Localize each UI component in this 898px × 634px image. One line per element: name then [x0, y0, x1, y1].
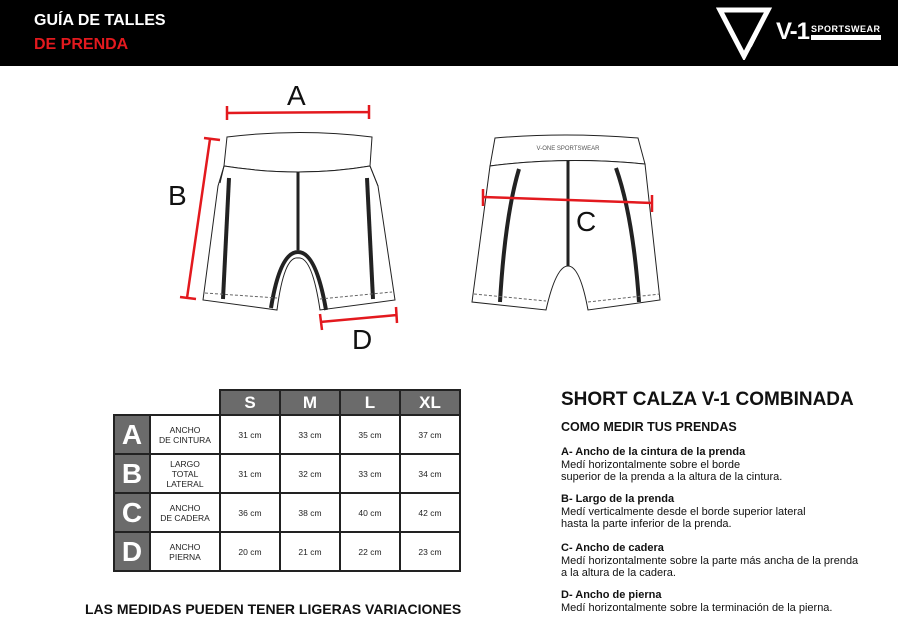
cell: 42 cm: [399, 492, 461, 533]
row-letter: A: [113, 414, 151, 455]
cell: 33 cm: [339, 453, 401, 494]
variation-note: LAS MEDIDAS PUEDEN TENER LIGERAS VARIACI…: [85, 601, 462, 617]
cell: 40 cm: [339, 492, 401, 533]
cell: 36 cm: [219, 492, 281, 533]
row-letter: D: [113, 531, 151, 572]
cell: 32 cm: [279, 453, 341, 494]
size-header: M: [279, 389, 341, 416]
cell: 34 cm: [399, 453, 461, 494]
measure-a: [225, 105, 371, 120]
how-to-measure-title: COMO MEDIR TUS PRENDAS: [561, 420, 737, 434]
product-title: SHORT CALZA V-1 COMBINADA: [561, 389, 854, 410]
cell: 31 cm: [219, 414, 281, 455]
cell: 37 cm: [399, 414, 461, 455]
back-shorts: [471, 134, 661, 311]
label-b: B: [168, 180, 187, 211]
label-c: C: [576, 206, 597, 237]
measure-b: [179, 136, 221, 301]
row-letter: B: [113, 453, 151, 494]
measure-c: [481, 189, 654, 212]
cell: 33 cm: [279, 414, 341, 455]
label-d: D: [352, 324, 373, 355]
label-a: A: [287, 80, 306, 111]
measure-lines: [179, 105, 654, 331]
shorts-diagram: V-ONE SPORTSWEAR: [179, 105, 661, 331]
cell: 20 cm: [219, 531, 281, 572]
row-letter: C: [113, 492, 151, 533]
cell: 21 cm: [279, 531, 341, 572]
front-shorts: [202, 132, 396, 311]
header-bar: GUÍA DE TALLES DE PRENDA V-1 SPORTSWEAR: [0, 0, 898, 66]
cell: 38 cm: [279, 492, 341, 533]
v1-logo-icon: [716, 7, 773, 60]
guide-title: GUÍA DE TALLES: [34, 12, 166, 29]
cell: 35 cm: [339, 414, 401, 455]
back-band-text: V-ONE SPORTSWEAR: [537, 146, 601, 152]
size-header: L: [339, 389, 401, 416]
brand-sub: SPORTSWEAR: [811, 24, 881, 40]
cell: 22 cm: [339, 531, 401, 572]
guide-subtitle: DE PRENDA: [34, 36, 129, 53]
size-header: S: [219, 389, 281, 416]
measure-d: [318, 306, 399, 331]
size-header: XL: [399, 389, 461, 416]
brand-name: V-1: [776, 18, 810, 45]
cell: 31 cm: [219, 453, 281, 494]
cell: 23 cm: [399, 531, 461, 572]
